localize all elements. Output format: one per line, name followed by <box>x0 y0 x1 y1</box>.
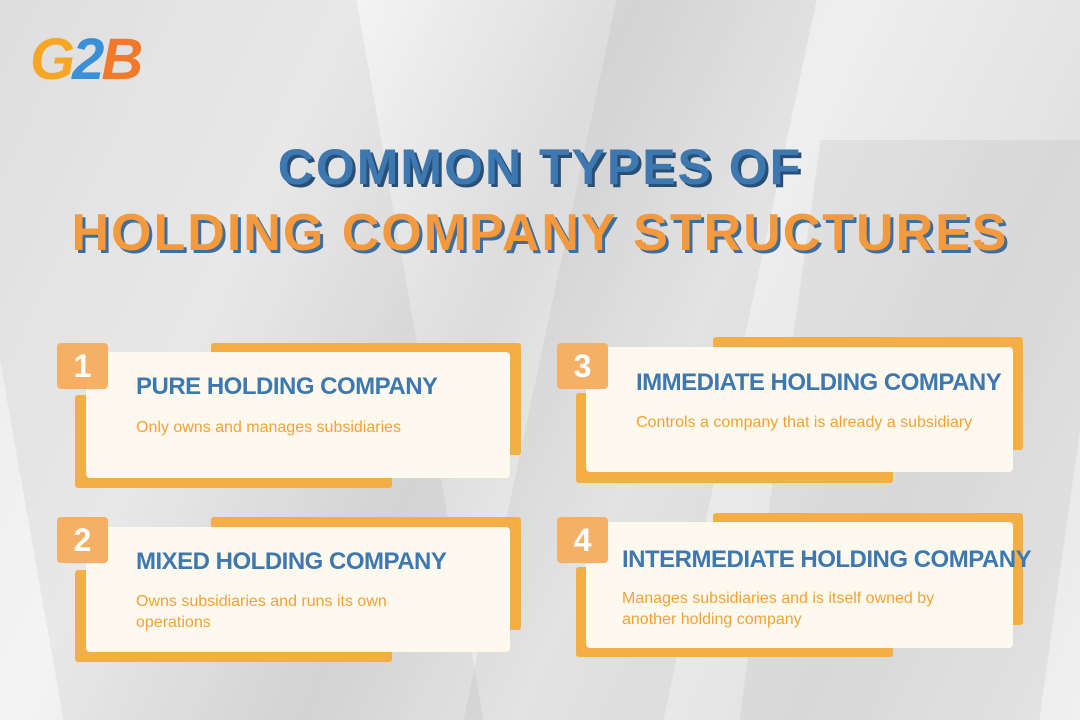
card-title: MIXED HOLDING COMPANY <box>136 548 447 575</box>
card-number-badge: 2 <box>57 517 108 563</box>
card-number-badge: 4 <box>557 517 608 563</box>
card-number-badge: 3 <box>557 343 608 389</box>
title-line-1: COMMON TYPES OF <box>277 139 803 195</box>
card-description: Only owns and manages subsidiaries <box>136 419 402 436</box>
card-number-badge: 1 <box>57 343 108 389</box>
card-title: IMMEDIATE HOLDING COMPANY <box>636 369 1002 396</box>
title-line-2: HOLDING COMPANY STRUCTURES <box>71 204 1009 262</box>
g2b-logo: G2B <box>30 27 143 92</box>
card-title: PURE HOLDING COMPANY <box>136 373 438 400</box>
card-description: Controls a company that is already a sub… <box>636 414 973 431</box>
card-description: Owns subsidiaries and runs its own opera… <box>136 593 387 631</box>
card-title: INTERMEDIATE HOLDING COMPANY <box>622 546 1032 573</box>
card-description: Manages subsidiaries and is itself owned… <box>622 590 935 628</box>
